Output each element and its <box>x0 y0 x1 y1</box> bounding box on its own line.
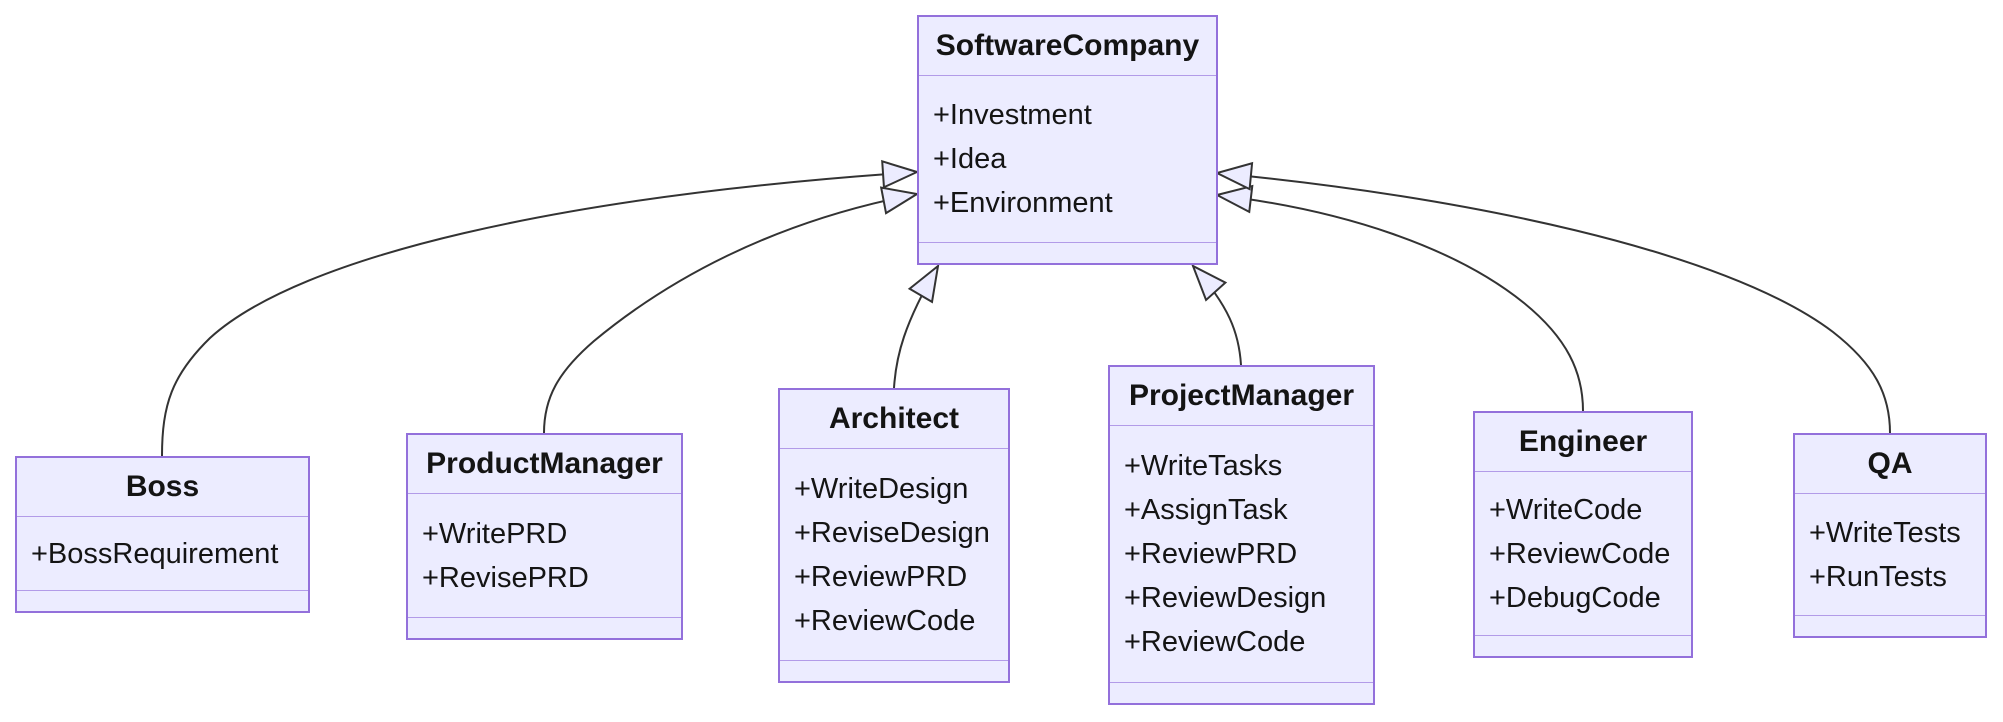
edge-boss-inherits-softwarecompany <box>161 159 920 457</box>
class-attribute: +ReviewCode <box>1124 626 1306 658</box>
class-attributes-compartment: +BossRequirement <box>17 517 308 590</box>
class-node-architect: Architect +WriteDesign +ReviseDesign +Revie… <box>778 388 1010 683</box>
class-attributes-compartment: +WriteTests +RunTests <box>1795 494 1985 615</box>
class-attribute: +ReviseDesign <box>794 516 990 549</box>
class-title: Architect <box>780 390 1008 449</box>
class-methods-compartment <box>780 660 1008 681</box>
class-attributes-compartment: +Investment +Idea +Environment <box>919 76 1216 242</box>
class-attribute: +WriteCode <box>1489 493 1643 526</box>
class-attribute: +ReviewPRD <box>1124 538 1298 570</box>
class-methods-compartment <box>408 617 681 638</box>
class-node-qa: QA +WriteTests +RunTests <box>1793 433 1987 638</box>
class-title: SoftwareCompany <box>919 17 1216 76</box>
class-attribute: +WritePRD <box>422 517 568 550</box>
class-attribute: +WriteTests <box>1809 516 1961 549</box>
class-attributes-compartment: +WriteCode +ReviewCode +DebugCode <box>1475 472 1691 635</box>
class-node-boss: Boss +BossRequirement <box>15 456 310 613</box>
class-attribute: +Environment <box>933 187 1113 219</box>
class-attribute: +RevisePRD <box>422 561 589 594</box>
edge-engineer-inherits-softwarecompany <box>1214 184 1584 412</box>
class-methods-compartment <box>17 590 308 611</box>
class-attribute: +Investment <box>933 99 1092 131</box>
class-attribute: +ReviewCode <box>1489 537 1671 570</box>
class-attribute: +WriteDesign <box>794 472 969 505</box>
class-node-projectmanager: ProjectManager +WriteTasks +AssignTask +Rev… <box>1108 365 1375 705</box>
class-attribute: +AssignTask <box>1124 494 1288 526</box>
class-attribute: +BossRequirement <box>31 537 279 570</box>
class-attribute: +ReviewCode <box>794 604 976 637</box>
class-title: ProductManager <box>408 435 681 494</box>
class-node-productmanager: ProductManager +WritePRD +RevisePRD <box>406 433 683 640</box>
class-methods-compartment <box>1110 682 1373 703</box>
class-attribute: +Idea <box>933 143 1007 175</box>
class-attribute: +ReviewDesign <box>1124 582 1327 614</box>
class-title: Engineer <box>1475 413 1691 472</box>
class-title: ProjectManager <box>1110 367 1373 426</box>
class-node-engineer: Engineer +WriteCode +ReviewCode +DebugCode <box>1473 411 1693 658</box>
edge-qa-inherits-softwarecompany <box>1214 161 1891 434</box>
class-attribute: +WriteTasks <box>1124 450 1283 482</box>
edge-projectmanager-inherits-softwarecompany <box>1191 263 1242 366</box>
edge-productmanager-inherits-softwarecompany <box>543 186 920 434</box>
class-title: Boss <box>17 458 308 517</box>
class-title: QA <box>1795 435 1985 494</box>
class-attributes-compartment: +WriteTasks +AssignTask +ReviewPRD +ReviewD… <box>1110 426 1373 682</box>
class-attribute: +ReviewPRD <box>794 560 968 593</box>
class-attribute: +DebugCode <box>1489 581 1661 614</box>
class-methods-compartment <box>919 242 1216 263</box>
class-methods-compartment <box>1795 615 1985 636</box>
class-methods-compartment <box>1475 635 1691 656</box>
class-attribute: +RunTests <box>1809 560 1947 593</box>
edge-architect-inherits-softwarecompany <box>893 263 940 389</box>
class-node-softwarecompany: SoftwareCompany +Investment +Idea +Environm… <box>917 15 1218 265</box>
class-attributes-compartment: +WriteDesign +ReviseDesign +ReviewPRD +Revi… <box>780 449 1008 660</box>
class-attributes-compartment: +WritePRD +RevisePRD <box>408 494 681 617</box>
